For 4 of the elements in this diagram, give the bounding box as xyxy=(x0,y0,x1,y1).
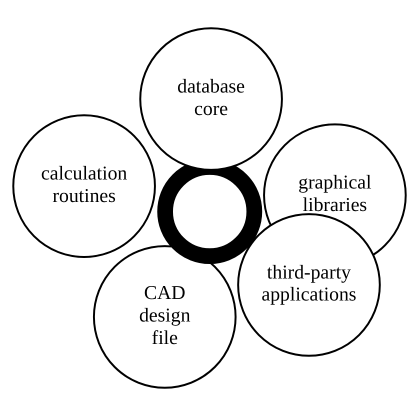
node-circle: calculation routines xyxy=(12,114,156,258)
node-circle: database core xyxy=(139,26,283,170)
node-circle: CAD design file xyxy=(92,244,237,388)
node-circle: third-party applications xyxy=(237,212,381,356)
